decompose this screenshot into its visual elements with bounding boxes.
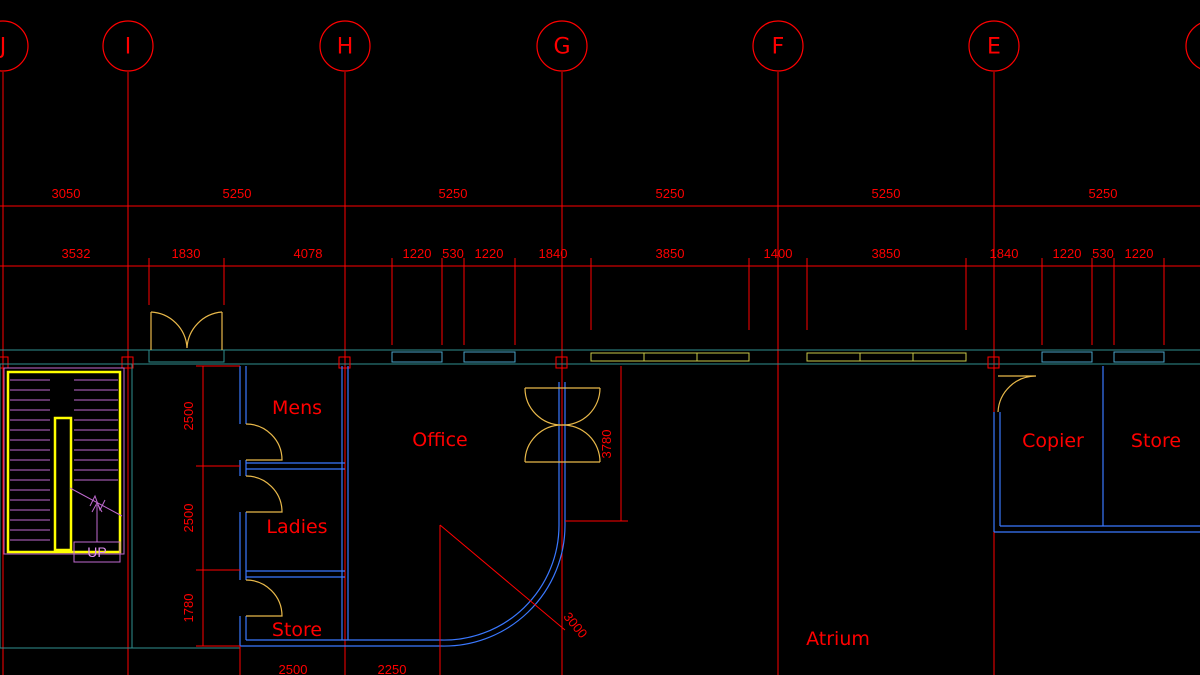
column [338,356,351,369]
room-label-mens: Mens [272,397,322,419]
grid-bubble-label-h: H [337,35,354,60]
dim-text-grid: 5250 [872,186,901,201]
dim-text-opening: 1220 [475,246,504,261]
door-swing-store [245,579,283,617]
dim-text-opening: 1220 [1125,246,1154,261]
window-panel [590,352,750,362]
grid-bubble-h [319,20,371,72]
stair-handrail [6,370,122,554]
grid-bubble-partial [1185,22,1200,70]
grid-bubble-label-j: J [0,35,6,60]
column [0,356,9,369]
stair-central-rail [53,416,73,552]
dimension-string-bottom: 2500 2250 [239,646,407,675]
grid-bubble-label-g: G [553,35,570,60]
room-label-ladies: Ladies [266,516,327,538]
dim-text-bottom: 2500 [279,662,308,675]
dim-text-opening: 530 [442,246,464,261]
dim-text-opening: 1400 [764,246,793,261]
radius-leader [439,524,566,631]
stair-up-label: UP [87,544,106,560]
window-panel [463,351,516,363]
grid-bubbles: J I H G F E [0,20,1200,72]
curved-wall-inner [439,524,560,641]
dim-text-opening: 1830 [172,246,201,261]
grid-bubble-e [968,20,1020,72]
curved-wall-outer [439,524,566,647]
dim-text-opening: 1840 [539,246,568,261]
grid-bubble-i [102,20,154,72]
grid-bubble-g [536,20,588,72]
dim-text-bottom: 2250 [378,662,407,675]
stair-up-box [73,541,121,563]
grid-lines [2,72,995,675]
dim-text-grid: 5250 [223,186,252,201]
door-swing-arc [150,311,188,349]
dim-text-vertical: 1780 [181,594,196,623]
entrance-double-door [150,311,223,350]
dim-text-vertical: 2500 [181,402,196,431]
column [987,356,1000,369]
column [121,356,134,369]
room-label-store-2: Store [1131,430,1181,452]
door-swing-arc [186,311,223,349]
window-panel [806,352,967,362]
door-swing-mens [245,423,283,461]
door-swing-arc [524,424,601,463]
room-label-copier: Copier [1022,430,1084,452]
dimension-string-vertical: 2500 2500 1780 3780 [181,365,628,647]
dim-text-opening: 1840 [990,246,1019,261]
dim-text-opening: 3850 [656,246,685,261]
window-panel [1113,351,1165,363]
dim-text-grid: 5250 [1089,186,1118,201]
dimension-string-grid: 3050 5250 5250 5250 5250 5250 [0,186,1200,212]
dimension-string-openings: 3532 1830 4078 1220 530 1220 1840 3850 1… [0,246,1200,345]
room-label-office: Office [412,429,467,451]
dim-text-radius: 3000 [560,609,590,641]
stair-treads [10,379,118,541]
column [555,356,568,369]
room-label-atrium: Atrium [806,628,870,650]
door-swing-ladies [245,475,283,513]
dim-text-grid: 5250 [439,186,468,201]
copier-store-block [993,366,1200,533]
office-double-door [524,387,601,463]
window-panel [391,351,443,363]
toilet-block [239,366,440,647]
office-curved-wall [439,382,601,647]
grid-bubble-j [0,20,29,72]
stair-wall [3,367,125,555]
dim-text-opening: 1220 [403,246,432,261]
dim-text-grid: 5250 [656,186,685,201]
dim-text-opening: 4078 [294,246,323,261]
columns [0,356,1000,369]
entrance-threshold [148,349,225,363]
room-labels: Mens Office Ladies Store Copier Store At… [266,397,1181,650]
dim-text-opening: 3532 [62,246,91,261]
stair-enclosure [0,363,133,649]
dim-text-opening: 3850 [872,246,901,261]
grid-bubble-label-i: I [125,35,132,60]
dim-text-vertical: 2500 [181,504,196,533]
dim-text-vertical: 3780 [599,430,614,459]
dimension-radius: 3000 [439,524,590,675]
window-panel [1041,351,1093,363]
grid-bubble-label-e: E [987,35,1001,60]
dim-ticks-grid [2,200,995,212]
stair-zigzag [89,494,106,512]
facade-wall [0,349,1200,365]
door-swing-copier [997,375,1037,413]
dim-ticks-openings [148,258,1165,345]
stair-core: UP [0,363,240,649]
dim-text-opening: 1220 [1053,246,1082,261]
dim-text-grid: 3050 [52,186,81,201]
stair-break-line [69,487,123,517]
room-label-store: Store [272,619,322,641]
grid-bubble-f [752,20,804,72]
dim-text-opening: 530 [1092,246,1114,261]
grid-bubble-label-f: F [772,35,785,60]
